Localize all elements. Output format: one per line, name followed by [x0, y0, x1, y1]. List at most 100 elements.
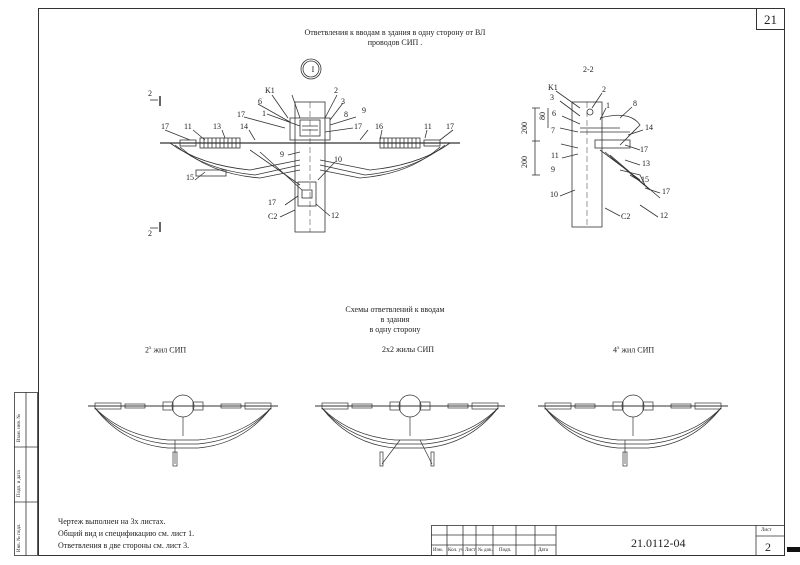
col-data: Дата [538, 548, 548, 553]
scheme-drop-clamp-right [430, 451, 435, 467]
side-label-3: 3 [550, 93, 554, 102]
sheet-label: Лист [761, 528, 772, 533]
main-label-10: 10 [334, 155, 342, 164]
side-label-12: 12 [660, 211, 668, 220]
side-label-17a: 17 [640, 145, 648, 154]
side-bracket [599, 114, 641, 146]
scheme-left-insulator [544, 402, 572, 410]
sidebar-grid [14, 392, 38, 556]
dim-3: 200 [520, 156, 529, 168]
side-label-c2: C2 [621, 212, 630, 221]
note-3: Ответвления в две стороны см. лист 3. [58, 541, 190, 550]
main-label-13: 13 [213, 122, 221, 131]
main-label-17a: 17 [237, 110, 245, 119]
diag-wire-2 [259, 151, 303, 191]
scheme-branch-wire [321, 407, 499, 445]
drawing-code: 21.0112-04 [631, 536, 686, 550]
side-label-7: 7 [551, 126, 555, 135]
side-label-6: 6 [552, 109, 556, 118]
left-branch-1 [169, 142, 301, 171]
sidebar-label-2: Подп. и дата [17, 470, 22, 497]
clamp-lines [302, 125, 318, 131]
scheme-right-clamp [670, 403, 692, 409]
left-insulator-ribs [203, 138, 237, 148]
main-label-15: 15 [186, 173, 194, 182]
schemes-title: Схемы ответвлений к вводам в здания в од… [330, 305, 460, 335]
side-label-17b: 17 [662, 187, 670, 196]
side-branches [599, 149, 661, 199]
scheme-left-clamp [124, 403, 146, 409]
scheme-drop-clamp [172, 451, 178, 467]
drawing-frame [38, 8, 785, 556]
scheme-branch-wire [321, 407, 499, 449]
main-label-3: 3 [341, 97, 345, 106]
section-label: 2-2 [583, 65, 594, 74]
main-label-8: 8 [344, 110, 348, 119]
scheme-right-clamp [447, 403, 469, 409]
main-label-17c: 17 [161, 122, 169, 131]
title-block-grid [431, 525, 785, 556]
side-top-bolt [586, 108, 594, 116]
dim-2: 80 [538, 112, 547, 120]
right-branch-2 [319, 144, 446, 176]
cut-label-top: 2 [148, 89, 152, 98]
sheet-number-top: 21 [756, 8, 785, 30]
side-label-14: 14 [645, 123, 653, 132]
main-label-6: 6 [258, 97, 262, 106]
scheme-branch-wire [544, 407, 722, 445]
scheme-right-insulator [694, 402, 722, 410]
scheme-left-hub [389, 401, 401, 411]
sidebar-label-1: Инв. № подл. [17, 523, 22, 553]
side-clamp [594, 139, 631, 149]
main-label-11a: 11 [184, 122, 192, 131]
scheme-right-hub [642, 401, 654, 411]
scheme-branch-wire [94, 407, 272, 441]
view-marker-text: I [312, 65, 315, 74]
side-crossbar [580, 127, 630, 133]
side-branch-bend [619, 169, 646, 186]
col-doc: № док. [478, 548, 493, 553]
note-2: Общий вид и спецификацию см. лист 1. [58, 529, 195, 538]
scheme-2-label: 2х2 жилы СИП [382, 345, 435, 354]
view-marker-circle [300, 58, 322, 80]
left-sidebar: Инв. № подл. Подп. и дата Взам. инв. № [14, 392, 38, 556]
main-label-16: 16 [375, 122, 383, 131]
lower-box-inner [301, 189, 313, 199]
side-label-13: 13 [642, 159, 650, 168]
left-end-clamp [179, 139, 197, 147]
side-label-8: 8 [633, 99, 637, 108]
main-label-9b: 9 [280, 150, 284, 159]
main-label-12: 12 [331, 211, 339, 220]
scheme-branch-wire [94, 407, 272, 449]
cut-label-bottom: 2 [148, 229, 152, 238]
side-label-11: 11 [551, 151, 559, 160]
scheme-left-clamp [351, 403, 373, 409]
main-label-17d: 17 [446, 122, 454, 131]
right-end-clamp [423, 139, 441, 147]
side-label-2: 2 [602, 85, 606, 94]
side-label-10: 10 [550, 190, 558, 199]
scheme-left-insulator [321, 402, 349, 410]
schemes-title-1: Схемы ответвлений к вводам [345, 305, 445, 314]
scheme-drop-left [381, 439, 401, 465]
col-kol: Кол. уч [448, 548, 464, 553]
scheme-right-hub [192, 401, 204, 411]
scheme-3 [538, 394, 728, 467]
view-marker-inner [302, 60, 320, 78]
right-branch-1 [319, 142, 451, 171]
side-leaders [555, 90, 661, 218]
scheme-right-hub [419, 401, 431, 411]
scheme-branch-wire [321, 407, 499, 441]
scheme-branch-wire [544, 407, 722, 441]
scheme-right-insulator [244, 402, 272, 410]
scheme-drop-clamp [622, 451, 628, 467]
side-label-9: 9 [551, 165, 555, 174]
scheme-branch-wire [544, 407, 722, 449]
main-label-14: 14 [240, 122, 248, 131]
main-label-c2: C2 [268, 212, 277, 221]
title-line-2: проводов СИП . [367, 38, 423, 47]
main-label-9: 9 [362, 106, 366, 115]
